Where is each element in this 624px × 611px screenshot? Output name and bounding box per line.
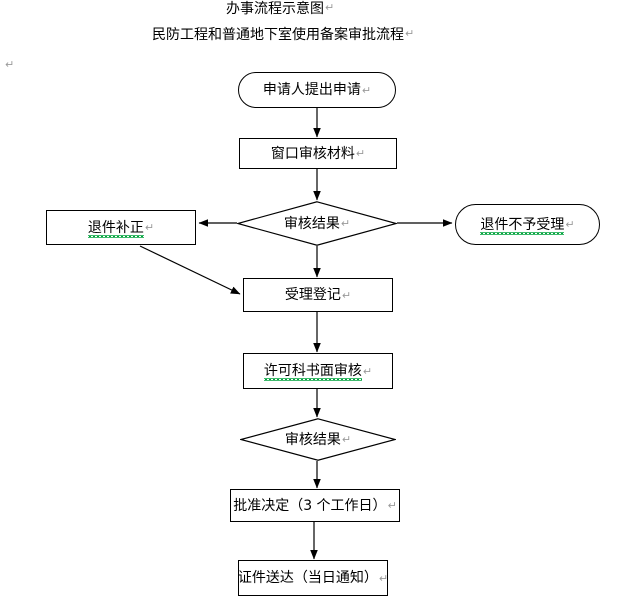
page-subtitle-text: 民防工程和普通地下室使用备案审批流程 — [152, 27, 404, 43]
flow-node-certificate-delivery-label: 证件送达（当日通知） — [237, 570, 378, 586]
paragraph-mark-icon: ↵ — [355, 147, 366, 160]
paragraph-mark-icon: ↵ — [144, 221, 155, 234]
flow-node-apply-label: 申请人提出申请 — [262, 82, 361, 98]
paragraph-mark-icon: ↵ — [565, 218, 575, 231]
paragraph-mark-icon: ↵ — [341, 433, 352, 446]
paragraph-mark-icon: ↵ — [341, 288, 352, 302]
paragraph-mark-icon: ↵ — [387, 499, 397, 512]
flow-node-written-review[interactable]: 许可科书面审核↵ — [243, 353, 393, 389]
flow-node-return-for-correction[interactable]: 退件补正↵ — [46, 210, 196, 245]
paragraph-mark-icon: ↵ — [362, 364, 373, 378]
paragraph-mark-icon: ↵ — [340, 217, 351, 230]
flow-node-approval-decision[interactable]: 批准决定（3 个工作日）↵ — [230, 489, 400, 522]
page-title-text: 办事流程示意图 — [226, 1, 324, 17]
flow-node-approval-decision-label: 批准决定（3 个工作日） — [233, 497, 387, 514]
flow-node-certificate-delivery[interactable]: 证件送达（当日通知）↵ — [238, 560, 388, 596]
flow-node-return-for-correction-label: 退件补正 — [87, 219, 144, 238]
paragraph-mark-icon: ↵ — [361, 83, 372, 97]
paragraph-mark-icon: ↵ — [325, 1, 335, 14]
flow-node-registration-label: 受理登记 — [284, 287, 341, 303]
flow-node-decision-1[interactable]: 审核结果↵ — [237, 201, 397, 246]
flow-node-window-review[interactable]: 窗口审核材料↵ — [239, 138, 397, 169]
flow-node-registration[interactable]: 受理登记↵ — [243, 278, 393, 312]
paragraph-mark-icon: ↵ — [5, 58, 15, 71]
flow-node-decision-2-label: 审核结果 — [284, 431, 341, 448]
flow-node-decision-1-label: 审核结果 — [283, 215, 340, 232]
flow-node-apply[interactable]: 申请人提出申请↵ — [238, 72, 396, 108]
flow-node-window-review-label: 窗口审核材料 — [270, 145, 355, 162]
page-subtitle: 民防工程和普通地下室使用备案审批流程↵ — [152, 28, 414, 42]
diamond-shape-icon — [237, 201, 397, 246]
edge-returnfix-register — [139, 245, 241, 295]
flow-node-written-review-label: 许可科书面审核 — [263, 363, 362, 381]
paragraph-mark-icon: ↵ — [378, 571, 389, 585]
flow-node-decision-2[interactable]: 审核结果↵ — [240, 418, 396, 461]
page-title: 办事流程示意图↵ — [226, 2, 334, 16]
flow-node-reject[interactable]: 退件不予受理↵ — [455, 204, 600, 245]
diamond-shape-icon — [240, 418, 396, 461]
flow-node-reject-label: 退件不予受理 — [480, 216, 565, 235]
paragraph-mark-icon: ↵ — [405, 27, 415, 40]
